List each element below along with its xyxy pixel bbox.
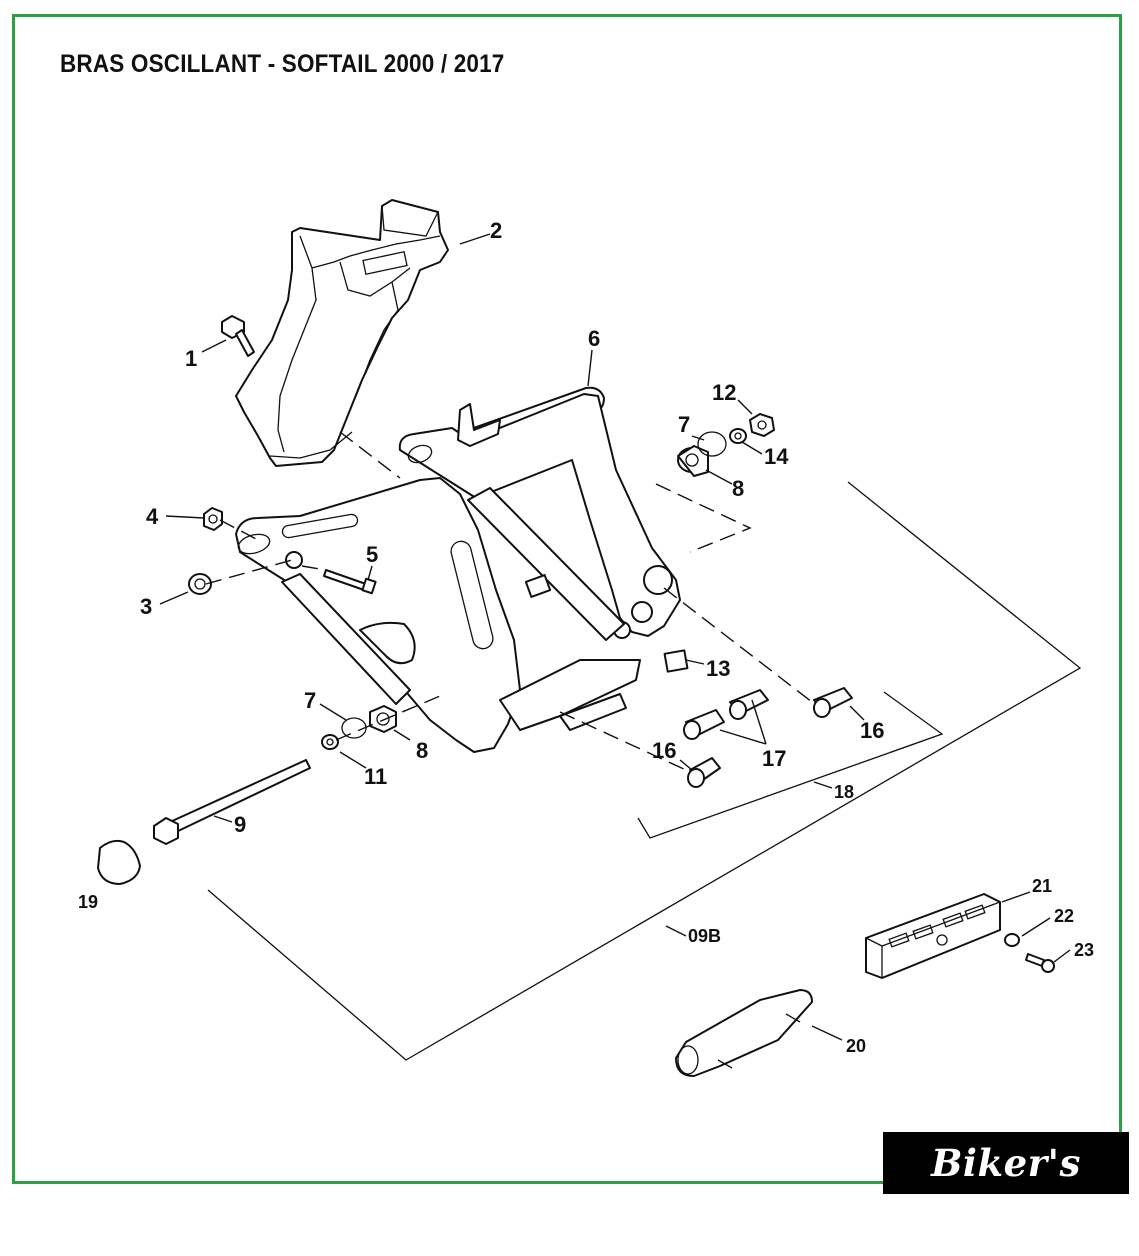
part-13-label [663, 649, 689, 673]
part-23-screw [1025, 953, 1055, 973]
callout-20: 20 [846, 1036, 866, 1056]
callout-09b: 09B [688, 926, 721, 946]
callout-17: 17 [762, 746, 786, 771]
callout-18: 18 [834, 782, 854, 802]
part-1-bolt [221, 315, 255, 357]
part-21-block [865, 893, 1001, 979]
bracket-lines [207, 481, 1082, 1061]
diagram-frame [12, 14, 1122, 1184]
callout-21: 21 [1032, 876, 1052, 896]
callout-2: 2 [490, 218, 502, 243]
part-22-washer [1004, 933, 1020, 947]
callout-8-right: 8 [732, 476, 744, 501]
callout-12: 12 [712, 380, 736, 405]
callout-1: 1 [185, 346, 197, 371]
callout-9: 9 [234, 812, 246, 837]
callout-13: 13 [706, 656, 730, 681]
diagram-title: BRAS OSCILLANT - SOFTAIL 2000 / 2017 [60, 50, 505, 78]
exploded-parts-diagram: 1 2 3 4 5 6 7 7 8 8 9 11 12 13 14 16 16 … [78, 199, 1094, 1077]
part-11-washer [321, 734, 339, 750]
leader-lines [159, 233, 1071, 1041]
callout-19: 19 [78, 892, 98, 912]
part-4-nut [203, 507, 223, 531]
callout-6: 6 [588, 326, 600, 351]
part-17-spacer-lower [683, 709, 725, 740]
part-17-spacer-upper [729, 689, 769, 720]
part-9-pivot-shaft [153, 759, 311, 845]
callout-14: 14 [764, 444, 789, 469]
assembly-dash-lines [205, 431, 813, 771]
callout-23: 23 [1074, 940, 1094, 960]
callout-11: 11 [364, 764, 387, 789]
part-2-belt-guard [235, 199, 449, 467]
part-14-washer [729, 428, 747, 444]
callout-5: 5 [366, 542, 378, 567]
part-12-nut [749, 413, 775, 437]
callout-16-upper: 16 [860, 718, 884, 743]
callout-7-right: 7 [678, 412, 690, 437]
part-16-bushing-upper [813, 687, 853, 718]
callout-8-left: 8 [416, 738, 428, 763]
part-7-retaining-ring-right [697, 431, 727, 457]
part-19-cap [97, 839, 141, 885]
bikers-store-logo: Biker's Store [883, 1132, 1129, 1247]
part-8-bearing-left [369, 705, 397, 733]
part-3-bushing [188, 573, 212, 595]
callout-3: 3 [140, 594, 152, 619]
part-7-retaining-ring-left [341, 717, 367, 739]
callout-7-left: 7 [304, 688, 316, 713]
part-8-bearing-right [677, 445, 709, 477]
part-5-bolt [323, 569, 377, 595]
callout-4: 4 [146, 504, 159, 529]
part-6-swingarm [235, 386, 681, 753]
callout-16-lower: 16 [652, 738, 676, 763]
part-20-cover [675, 989, 813, 1077]
part-16-bushing-lower [687, 757, 721, 788]
callout-22: 22 [1054, 906, 1074, 926]
